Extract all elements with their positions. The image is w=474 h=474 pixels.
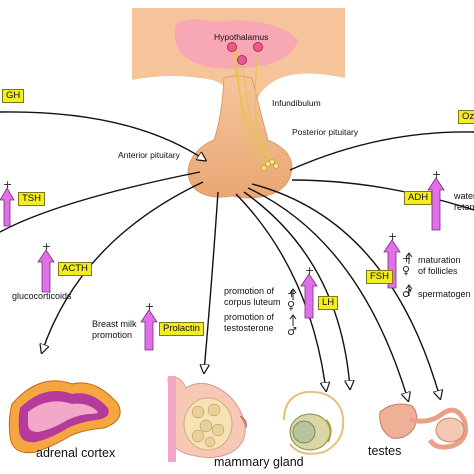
neurosecretory-neurons (231, 46, 277, 169)
effect-spermatogen: spermatogen (418, 289, 471, 299)
effect-follicles-1: maturation (418, 255, 461, 265)
neuron-cell-bodies (227, 42, 263, 65)
hormone-adh: ADH (404, 191, 433, 206)
axon-terminals (261, 159, 279, 171)
male-symbol-sperm: ♂ (402, 287, 412, 300)
effect-water-1: water (454, 191, 474, 201)
hypothalamus-label: Hypothalamus (214, 32, 269, 42)
hormone-fsh: FSH (366, 270, 393, 285)
ovary-illustration (379, 403, 468, 450)
female-symbol-follicles: ♀ (402, 264, 411, 277)
plus-tsh: + (3, 178, 13, 191)
testes-illustration (283, 390, 345, 455)
arrow-gh (0, 111, 205, 160)
arrow-tsh (0, 171, 201, 233)
hormone-oxytocin: Oz (458, 110, 474, 125)
arrow-adh (291, 179, 474, 211)
organ-label-adrenal-cortex: adrenal cortex (36, 446, 116, 460)
arrow-fsh-c (251, 183, 440, 398)
hormone-tsh: TSH (18, 192, 45, 207)
plus-adh: + (432, 168, 442, 181)
effect-breast-milk-2: promotion (92, 330, 133, 340)
plus-acth: + (42, 240, 52, 253)
stimulation-arrows (0, 177, 445, 351)
male-symbol-lh: ♂ (287, 325, 297, 338)
arrow-lh (235, 193, 326, 390)
plus-prolactin: + (145, 300, 155, 313)
arrow-acth (42, 181, 204, 352)
plus-fsh: + (388, 230, 398, 243)
effect-corpus-luteum-1: promotion of (224, 286, 275, 296)
organ-label-testes: testes (368, 444, 402, 458)
prolactin-up-arrow (140, 309, 158, 351)
hormone-arrows (0, 111, 474, 400)
arrow-fsh-b (247, 187, 408, 400)
hormone-gh: GH (2, 89, 25, 104)
organ-label-mammary-gland: mammary gland (214, 455, 304, 469)
hypothalamus-region (174, 19, 298, 69)
effect-corpus-luteum-2: corpus luteum (224, 297, 281, 307)
effect-water-2: retenti (454, 202, 474, 212)
effect-follicles-2: of follicles (418, 266, 458, 276)
infundibulum-label: Infundibulum (272, 98, 321, 108)
arrow-prolactin (204, 191, 219, 372)
hormone-prolactin: Prolactin (159, 322, 204, 337)
effect-breast-milk-1: Breast milk (92, 319, 137, 329)
female-symbol-lh: ♀ (287, 299, 296, 312)
tsh-up-arrow (0, 187, 15, 227)
posterior-pituitary-label: Posterior pituitary (292, 127, 359, 137)
effect-small-arrows (289, 252, 413, 326)
adrenal-cortex-illustration (8, 380, 121, 454)
effect-testosterone-2: testosterone (224, 323, 274, 333)
effect-glucocorticoids: glucocorticoids (12, 291, 72, 301)
plus-lh: + (305, 264, 315, 277)
hormone-lh: LH (318, 296, 339, 311)
plus-corpus-luteum: + (287, 287, 297, 300)
lh-up-arrow (300, 273, 318, 319)
effect-testosterone-1: promotion of (224, 312, 275, 322)
hormone-acth: ACTH (58, 262, 92, 277)
arrow-oxytocin (289, 131, 474, 171)
arrow-fsh-a (243, 191, 350, 388)
mammary-gland-illustration (167, 376, 247, 462)
anterior-pituitary-label: Anterior pituitary (118, 150, 180, 160)
plus-follicles: + (402, 252, 412, 265)
acth-up-arrow (37, 249, 55, 293)
